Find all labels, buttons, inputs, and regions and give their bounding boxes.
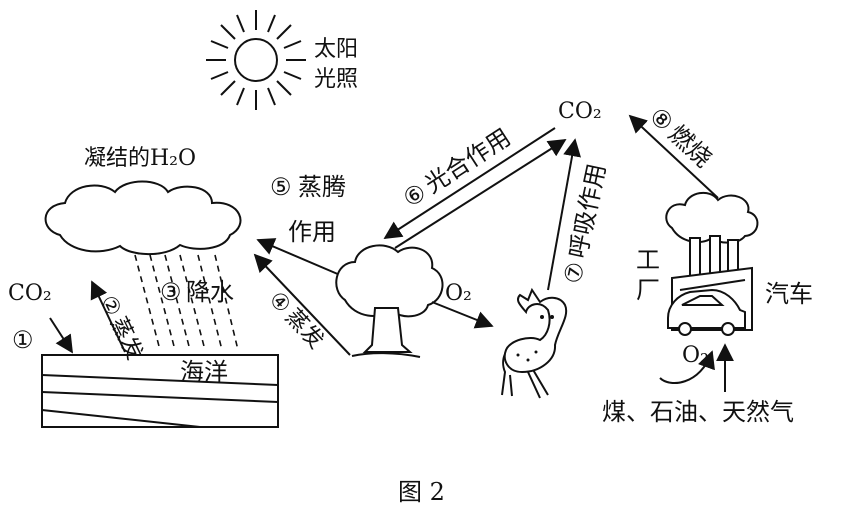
photosynthesis-co2-arrow <box>394 139 567 249</box>
transpiration-arrow <box>256 238 341 276</box>
process-1-num: ① <box>12 326 34 354</box>
cloud-icon <box>44 180 242 256</box>
sun-label-line1: 太阳 <box>314 37 358 62</box>
ocean-label: 海洋 <box>180 358 228 386</box>
figure-caption: 图 2 <box>398 478 445 506</box>
respiration-arrow <box>547 138 581 291</box>
process-8-name: 燃烧 <box>663 120 717 173</box>
deer-icon <box>501 287 568 399</box>
factory-label-a: 工 <box>636 246 660 274</box>
co2-left-label: CO₂ <box>8 281 52 306</box>
process-5-name-a: 蒸腾 <box>298 173 346 201</box>
process-5-num: ⑤ <box>270 173 292 201</box>
process-4-name: 蒸发 <box>280 305 328 354</box>
process-7-name: 呼吸作用 <box>564 161 611 261</box>
tree-icon <box>335 244 444 358</box>
fuels-label: 煤、石油、天然气 <box>602 398 794 426</box>
evaporation-land-arrow <box>253 253 351 356</box>
process-6-name: 光合作用 <box>420 123 516 199</box>
co2-into-ocean-arrow <box>49 317 73 354</box>
car-icon <box>667 288 746 336</box>
cloud-label: 凝结的H₂O <box>84 146 196 171</box>
o2-to-combustion-arrow <box>659 350 715 385</box>
combustion-arrow <box>628 114 719 199</box>
process-3-num: ③ <box>160 278 182 306</box>
process-3-name: 降水 <box>186 278 234 306</box>
evaporation-ocean-arrow <box>90 280 126 353</box>
ocean-block <box>41 354 279 428</box>
sun-icon <box>206 10 306 110</box>
factory-label-b: 厂 <box>636 276 660 304</box>
o2-to-deer-arrow <box>431 301 494 329</box>
process-2-name: 蒸发 <box>105 313 147 364</box>
o2-mid-label: O₂ <box>445 281 472 306</box>
photosynthesis-arrow <box>383 127 556 239</box>
process-5-name-b: 作用 <box>288 218 336 246</box>
co2-top-label: CO₂ <box>558 99 602 124</box>
sun-label-line2: 光照 <box>314 67 358 92</box>
car-label: 汽车 <box>765 280 813 308</box>
o2-bottom-label: O₂ <box>682 343 709 368</box>
process-7-num: ⑦ <box>558 259 590 286</box>
rain-lines <box>134 254 239 351</box>
